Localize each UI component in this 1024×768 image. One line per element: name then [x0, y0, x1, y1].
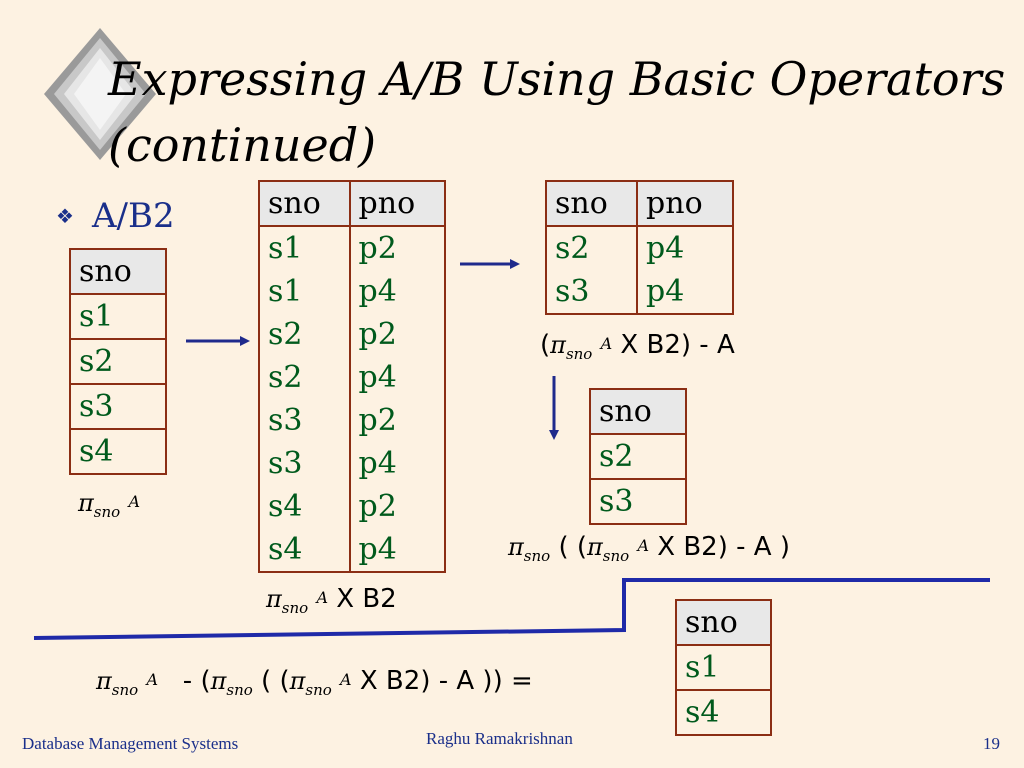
- label-difference: (πsno A X B2) - A: [540, 330, 735, 363]
- slide-title-line2: (continued): [108, 118, 377, 172]
- footer-course: Database Management Systems: [22, 734, 239, 753]
- table-row: s2: [590, 434, 686, 480]
- table-row: s1: [70, 294, 166, 340]
- table-row: s1: [676, 645, 771, 691]
- final-expression: πsno A - (πsno ( (πsno A X B2) - A )) =: [96, 666, 533, 699]
- table-row: s4: [70, 429, 166, 475]
- label-disqualified: πsno ( (πsno A X B2) - A ): [508, 532, 790, 565]
- table-header: sno: [70, 249, 166, 295]
- table-header: sno: [590, 389, 686, 435]
- table-header: pno: [349, 180, 445, 227]
- right-arrow-icon: [460, 259, 520, 269]
- bullet-text: A/B2: [92, 196, 175, 236]
- down-arrow-icon: [549, 376, 559, 440]
- footer-author: Raghu Ramakrishnan: [426, 729, 573, 748]
- right-arrow-icon: [186, 336, 250, 346]
- decorative-diamond: [44, 28, 156, 160]
- table-row: s2: [70, 339, 166, 385]
- table-row: s3: [70, 384, 166, 430]
- disqualified-table: sno s2 s3: [589, 388, 687, 525]
- table-header: sno: [546, 180, 639, 227]
- label-cross-product: πsno A X B2: [266, 584, 397, 617]
- table-header: sno: [676, 600, 771, 646]
- label-pi-sno-a: πsno A: [78, 489, 140, 521]
- table-header: sno: [259, 180, 351, 227]
- table-row: s3: [590, 479, 686, 525]
- projection-sno-table: sno s1 s2 s3 s4: [69, 248, 167, 475]
- divider-line: [33, 578, 990, 640]
- table-header: pno: [637, 180, 733, 227]
- footer-page-number: 19: [983, 734, 1000, 753]
- result-table: sno s1 s4: [675, 599, 772, 736]
- slide-title-line1: Expressing A/B Using Basic Operators: [108, 52, 1006, 106]
- diamond-bullet-icon: ❖: [56, 204, 74, 228]
- table-row: s4: [676, 690, 771, 736]
